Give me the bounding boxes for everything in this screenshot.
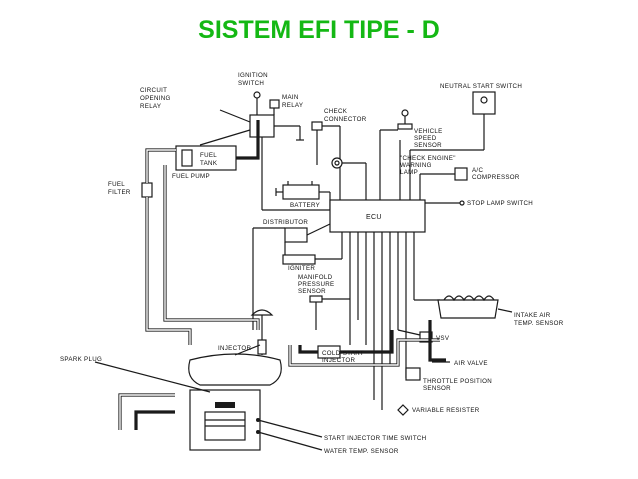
label-start-injector-time-switch: START INJECTOR TIME SWITCH [324, 435, 426, 442]
ac-compressor-box [454, 167, 468, 181]
label-distributor: DISTRIBUTOR [263, 219, 308, 226]
label-circuit-opening-relay-3: RELAY [140, 103, 161, 110]
label-air-valve: AIR VALVE [454, 360, 488, 367]
label-main-relay-2: RELAY [282, 102, 303, 109]
label-vehicle-speed-sensor-3: SENSOR [414, 142, 442, 149]
check-connector-box [311, 121, 323, 131]
label-fuel-filter-2: FILTER [108, 189, 131, 196]
intake-air-temp-sensor-box [437, 299, 499, 319]
label-ac-compressor-2: COMPRESSOR [472, 174, 520, 181]
ignition-switch-icon [253, 91, 261, 99]
wiring [94, 91, 513, 451]
cold-start-injector-box [317, 345, 341, 359]
vsv-box [419, 331, 433, 343]
label-water-temp-sensor: WATER TEMP. SENSOR [324, 448, 399, 455]
cylinder-head-icon [188, 353, 282, 386]
labels: IGNITION SWITCH CIRCUIT OPENING RELAY MA… [60, 72, 564, 455]
label-stop-lamp-switch: STOP LAMP SWITCH [467, 200, 533, 207]
label-fuel-tank-2: TANK [200, 160, 218, 167]
label-intake-air-temp-1: INTAKE AIR [514, 312, 551, 319]
label-battery: BATTERY [290, 202, 320, 209]
label-manifold-pressure-2: PRESSURE [298, 281, 334, 288]
stop-lamp-switch-icon [459, 200, 465, 206]
label-ac-compressor-1: A/C [472, 167, 483, 174]
label-manifold-pressure-3: SENSOR [298, 288, 326, 295]
label-fuel-tank-1: FUEL [200, 152, 217, 159]
label-ecu: ECU [366, 214, 382, 221]
label-spark-plug: SPARK PLUG [60, 356, 102, 363]
valve-icon [215, 402, 235, 408]
label-fuel-pump: FUEL PUMP [172, 173, 210, 180]
label-fuel-filter-1: FUEL [108, 181, 125, 188]
label-injector: INJECTOR [218, 345, 251, 352]
label-igniter: IGNITER [288, 265, 315, 272]
ecu-box [329, 199, 426, 233]
label-ignition-switch-2: SWITCH [238, 80, 264, 87]
label-neutral-start-switch: NEUTRAL START SWITCH [440, 83, 522, 90]
igniter-box [282, 254, 316, 265]
slide-title: SISTEM EFI TIPE - D [198, 16, 440, 44]
label-intake-air-temp-2: TEMP. SENSOR [514, 320, 564, 327]
label-vehicle-speed-sensor-1: VEHICLE [414, 128, 443, 135]
label-check-engine-2: WARNING [400, 162, 432, 169]
battery-box [282, 184, 320, 200]
label-main-relay-1: MAIN [282, 94, 299, 101]
injector-box [257, 339, 267, 355]
fuel-filter-box [141, 182, 153, 198]
pressure-regulator-icon [250, 309, 274, 316]
label-circuit-opening-relay-2: OPENING [140, 95, 171, 102]
label-vehicle-speed-sensor-2: SPEED [414, 135, 437, 142]
label-manifold-pressure-1: MANIFOLD [298, 274, 333, 281]
label-throttle-position-1: THROTTLE POSITION [423, 378, 492, 385]
label-check-connector-1: CHECK [324, 108, 348, 115]
variable-resister-icon [397, 404, 409, 416]
label-variable-resister: VARIABLE RESISTER [412, 407, 480, 414]
label-check-connector-2: CONNECTOR [324, 116, 367, 123]
label-ignition-switch-1: IGNITION [238, 72, 268, 79]
label-check-engine-3: LAMP [400, 169, 418, 176]
throttle-position-sensor-box [405, 367, 421, 381]
label-cold-start-injector-1: COLD-START [322, 350, 364, 357]
relay-box [249, 114, 275, 138]
label-cold-start-injector-2: INJECTOR [322, 357, 355, 364]
label-vsv: VSV [436, 335, 450, 342]
vehicle-speed-sensor-icon [401, 109, 409, 117]
label-throttle-position-2: SENSOR [423, 385, 451, 392]
distributor-box [284, 227, 308, 243]
label-check-engine-1: "CHECK ENGINE" [400, 155, 456, 162]
main-relay-box [269, 99, 280, 109]
label-circuit-opening-relay-1: CIRCUIT [140, 87, 167, 94]
manifold-pressure-sensor-box [309, 295, 323, 303]
